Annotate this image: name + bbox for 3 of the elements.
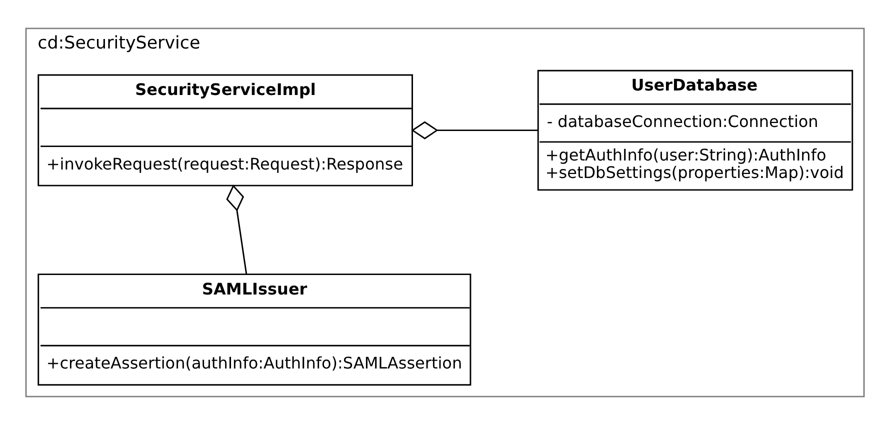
connector bbox=[226, 184, 248, 274]
node-box: UserDatabase - databaseConnection:Connection +getAuthInfo(user:String):AuthInfo +setDbSettings(properties:Map):void bbox=[537, 70, 854, 191]
connector bbox=[411, 121, 538, 140]
